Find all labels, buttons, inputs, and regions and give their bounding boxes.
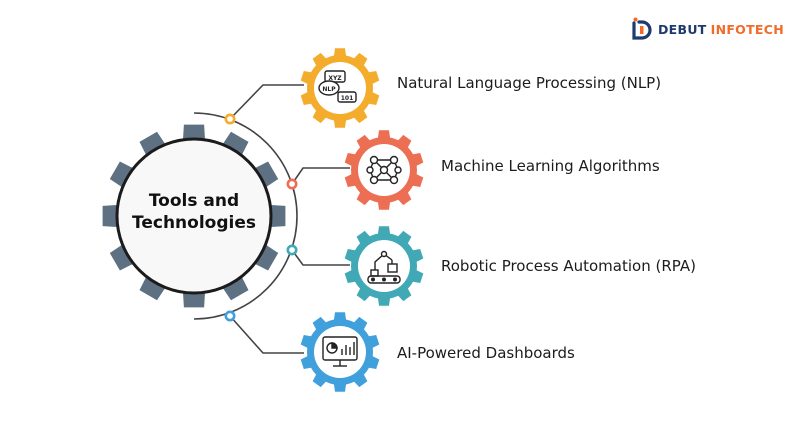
center-title-line1: Tools and xyxy=(148,191,240,211)
connector-rpa xyxy=(291,249,350,266)
robotic-arm-icon xyxy=(367,250,401,284)
connector-arc xyxy=(193,112,298,320)
junction-dot-nlp xyxy=(224,113,236,125)
junction-dot-ml xyxy=(286,178,298,190)
item-label-rpa: Robotic Process Automation (RPA) xyxy=(441,257,696,275)
gear-nlp: XYZ NLP 101 xyxy=(300,48,380,128)
item-label-nlp: Natural Language Processing (NLP) xyxy=(397,74,662,92)
brand-name-primary: DEBUT xyxy=(658,21,707,37)
gear-ml xyxy=(344,130,424,210)
gear-rpa xyxy=(344,226,424,306)
nlp-icon-text-nlp: NLP xyxy=(322,86,336,93)
center-title-line2: Technologies xyxy=(132,213,256,233)
item-label-ml: Machine Learning Algorithms xyxy=(441,157,660,175)
center-title: Tools and Technologies xyxy=(125,190,263,234)
junction-dot-rpa xyxy=(286,244,298,256)
neural-network-icon xyxy=(366,155,402,185)
debut-logo-icon xyxy=(632,17,652,40)
connector-ml xyxy=(291,167,350,185)
dashboard-monitor-icon xyxy=(322,336,358,367)
item-label-dashboard: AI-Powered Dashboards xyxy=(397,344,575,362)
connector-dashboard xyxy=(229,315,304,354)
gear-dashboard xyxy=(300,312,380,392)
connector-nlp xyxy=(229,84,304,120)
junction-dot-dashboard xyxy=(224,310,236,322)
nlp-icon-text-xyz: XYZ xyxy=(328,75,342,82)
nlp-chat-icon: XYZ NLP 101 xyxy=(318,70,357,103)
center-gear xyxy=(102,124,286,308)
nlp-icon-text-101: 101 xyxy=(341,95,354,102)
brand-name-secondary: INFOTECH xyxy=(710,21,785,37)
